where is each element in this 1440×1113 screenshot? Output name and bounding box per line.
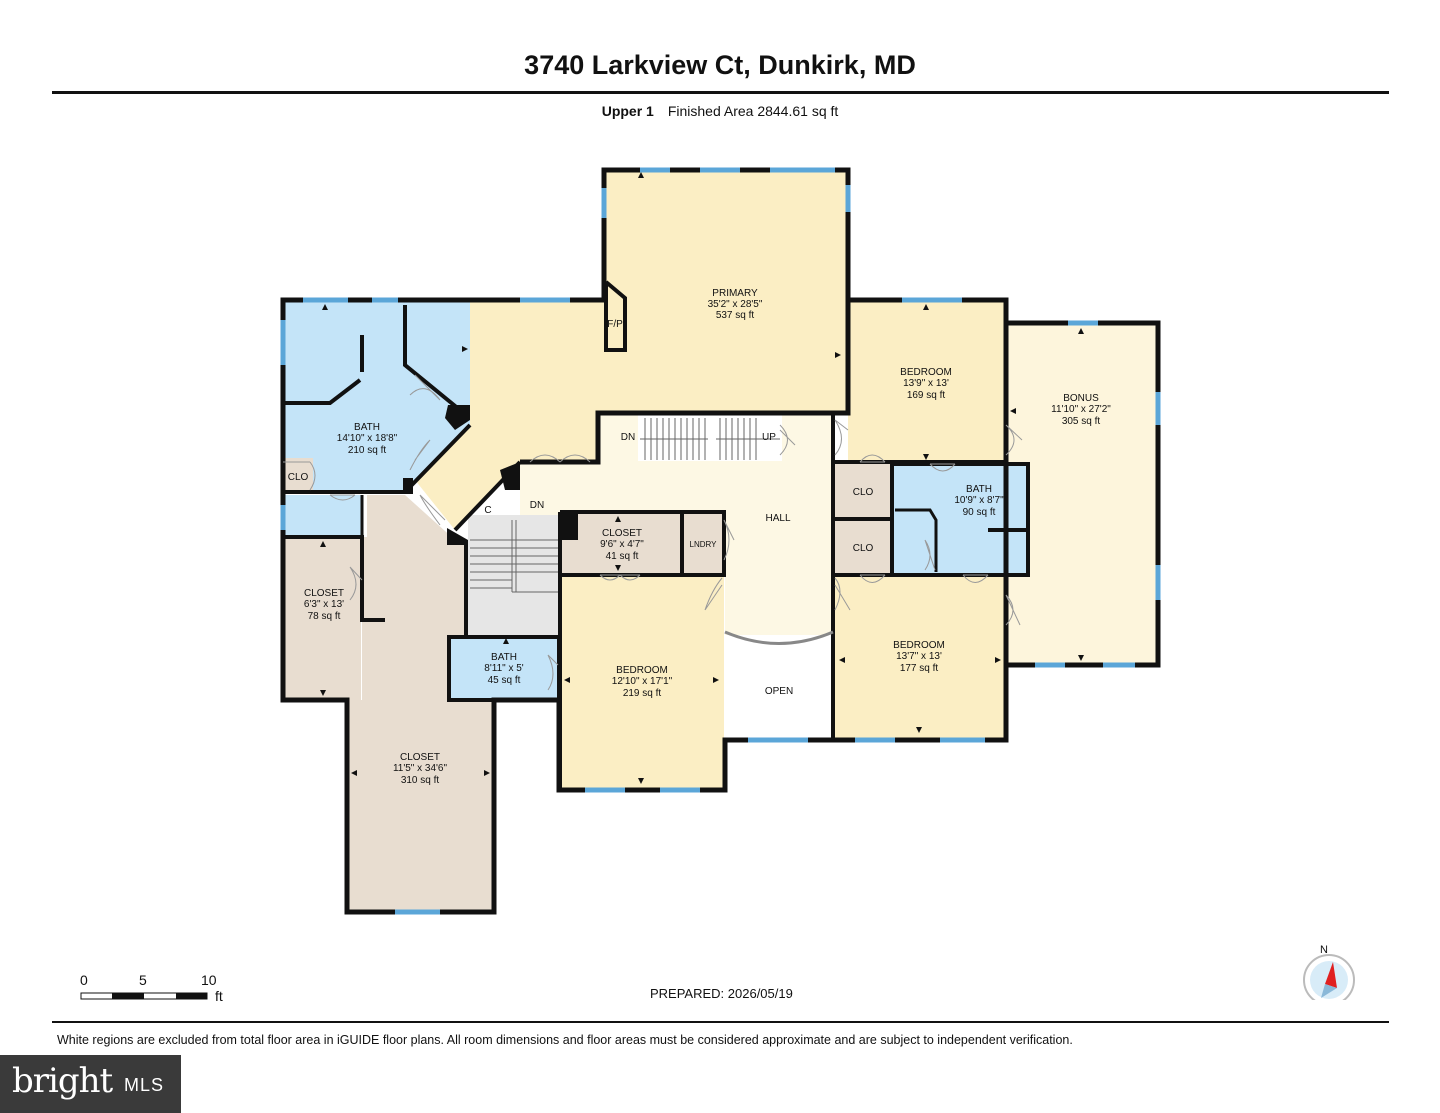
open-label: OPEN bbox=[765, 686, 793, 697]
closet-big-name: CLOSET bbox=[400, 752, 440, 763]
bedroom-se-area: 177 sq ft bbox=[900, 663, 939, 674]
compass-north: N bbox=[1320, 944, 1328, 956]
bedroom-mid-area: 219 sq ft bbox=[623, 688, 662, 699]
stairs-dn2-label: DN bbox=[530, 500, 544, 511]
wall-blocks bbox=[403, 405, 578, 545]
bedroom-se-dims: 13'7" x 13' bbox=[896, 651, 942, 662]
bonus-fill bbox=[1008, 325, 1158, 665]
clo-w-fill bbox=[283, 458, 313, 493]
walls bbox=[280, 167, 1161, 915]
scale-0: 0 bbox=[80, 972, 88, 988]
scale-unit: ft bbox=[215, 988, 223, 1004]
finished-area: Finished Area 2844.61 sq ft bbox=[667, 103, 839, 119]
closet-w-dims: 6'3" x 13' bbox=[304, 599, 344, 610]
bedroom-se-name: BEDROOM bbox=[893, 640, 945, 651]
lndry-label: LNDRY bbox=[690, 540, 718, 549]
bonus-name: BONUS bbox=[1063, 393, 1099, 404]
closet-big-fill bbox=[347, 495, 494, 912]
bath-w-area: 210 sq ft bbox=[348, 445, 387, 456]
room-labels: PRIMARY 35'2" x 28'5" 537 sq ft F/P BEDR… bbox=[288, 288, 1112, 786]
closet-mid-dims: 9'6" x 4'7" bbox=[600, 539, 644, 550]
page-title: 3740 Larkview Ct, Dunkirk, MD bbox=[524, 50, 916, 80]
closet-mid-name: CLOSET bbox=[602, 528, 642, 539]
bath-small-dims: 8'11" x 5' bbox=[484, 663, 524, 674]
compass-icon: N bbox=[1303, 944, 1355, 1000]
footer-rule bbox=[52, 1021, 1389, 1023]
bedroom-ne-dims: 13'9" x 13' bbox=[903, 378, 949, 389]
logo-mls: MLS bbox=[124, 1075, 165, 1095]
fp-label: F/P bbox=[607, 319, 623, 330]
bath-small-area: 45 sq ft bbox=[488, 675, 521, 686]
prepared-date: PREPARED: 2026/05/19 bbox=[650, 986, 793, 1001]
title-rule bbox=[52, 91, 1389, 94]
bath-w-lower-fill bbox=[283, 495, 363, 535]
bedroom-ne-fill bbox=[848, 300, 1006, 462]
dimension-arrows bbox=[320, 172, 1084, 784]
bath-w-dims: 14'10" x 18'8" bbox=[337, 433, 398, 444]
closet-w-name: CLOSET bbox=[304, 588, 344, 599]
door-swings bbox=[283, 374, 1023, 691]
lndry-fill bbox=[684, 513, 724, 573]
floor-plan: PRIMARY 35'2" x 28'5" 537 sq ft F/P BEDR… bbox=[80, 167, 1355, 1000]
bath-e-area: 90 sq ft bbox=[963, 507, 996, 518]
bedroom-mid-dims: 12'10" x 17'1" bbox=[612, 676, 673, 687]
stairs-n-fill bbox=[638, 415, 782, 461]
bedroom-mid-fill bbox=[562, 575, 724, 790]
level-label: Upper 1 bbox=[601, 103, 654, 119]
clo-e1-label: CLO bbox=[853, 487, 874, 498]
room-fills bbox=[283, 170, 1158, 912]
windows bbox=[280, 167, 1161, 915]
logo-bright: bright bbox=[12, 1061, 113, 1101]
hall-label: HALL bbox=[765, 513, 790, 524]
bedroom-se-fill bbox=[835, 575, 1006, 740]
bonus-dims: 11'10" x 27'2" bbox=[1051, 404, 1111, 415]
closet-w-fill bbox=[283, 537, 361, 700]
bright-mls-logo: bright MLS bbox=[0, 1055, 181, 1113]
clo-e2-label: CLO bbox=[853, 543, 874, 554]
bedroom-ne-area: 169 sq ft bbox=[907, 390, 946, 401]
disclaimer: White regions are excluded from total fl… bbox=[57, 1033, 1073, 1047]
closet-big-area: 310 sq ft bbox=[401, 775, 440, 786]
bath-w-fill bbox=[283, 300, 470, 492]
open-fill bbox=[725, 635, 833, 740]
stair-treads bbox=[470, 418, 780, 593]
closet-mid-area: 41 sq ft bbox=[606, 551, 639, 562]
clo-e2-fill bbox=[835, 521, 891, 573]
closet-mid-fill bbox=[562, 513, 682, 573]
bath-w-name: BATH bbox=[354, 422, 380, 433]
stairs-up-label: UP bbox=[762, 432, 776, 443]
primary-fill bbox=[415, 170, 848, 530]
primary-dims: 35'2" x 28'5" bbox=[708, 299, 763, 310]
closet-c-label: C bbox=[484, 505, 491, 516]
stairs-w-fill bbox=[468, 515, 560, 637]
open-arc bbox=[724, 630, 834, 645]
clo-w-label: CLO bbox=[288, 472, 309, 483]
scale-bar bbox=[80, 992, 208, 1000]
bath-e-name: BATH bbox=[966, 484, 992, 495]
closet-w-area: 78 sq ft bbox=[308, 611, 341, 622]
bath-e-dims: 10'9" x 8'7" bbox=[954, 495, 1004, 506]
stairs-dn1-label: DN bbox=[621, 432, 635, 443]
scale-10: 10 bbox=[201, 972, 217, 988]
bath-small-fill bbox=[449, 637, 560, 700]
clo-e1-fill bbox=[835, 464, 891, 519]
scale-5: 5 bbox=[139, 972, 147, 988]
bedroom-mid-name: BEDROOM bbox=[616, 665, 668, 676]
bonus-area: 305 sq ft bbox=[1062, 416, 1101, 427]
subtitle: Upper 1 Finished Area 2844.61 sq ft bbox=[0, 103, 1440, 119]
bath-small-name: BATH bbox=[491, 652, 517, 663]
bedroom-ne-name: BEDROOM bbox=[900, 367, 952, 378]
primary-name: PRIMARY bbox=[712, 288, 758, 299]
closet-big-dims: 11'5" x 34'6" bbox=[393, 763, 448, 774]
primary-area: 537 sq ft bbox=[716, 310, 755, 321]
